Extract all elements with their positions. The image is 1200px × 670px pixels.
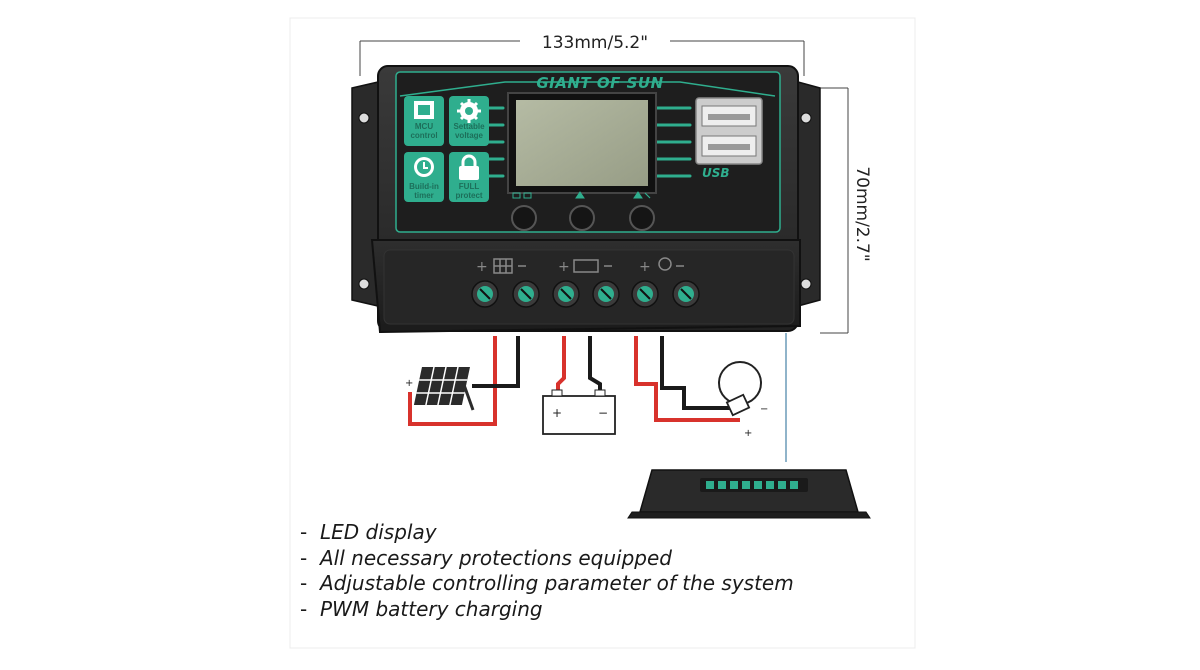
usb-ports bbox=[695, 97, 763, 165]
brand-logo: GIANT OF SUN bbox=[536, 74, 664, 92]
svg-text:+: + bbox=[552, 406, 562, 420]
screw-terminals bbox=[471, 280, 700, 308]
solar-panel-icon: + bbox=[405, 367, 475, 411]
feature-item: -PWM battery charging bbox=[300, 596, 543, 621]
chip-icon bbox=[414, 101, 434, 119]
svg-text:−: − bbox=[760, 404, 768, 415]
gear-icon bbox=[457, 99, 481, 123]
height-dimension-label: 70mm/2.7" bbox=[852, 139, 872, 289]
svg-text:+: + bbox=[744, 428, 752, 439]
svg-text:+: + bbox=[558, 259, 570, 275]
lock-icon bbox=[459, 154, 479, 180]
svg-text:+: + bbox=[476, 259, 488, 275]
terminal-housing bbox=[370, 239, 801, 334]
control-buttons bbox=[511, 205, 655, 231]
feature-item: -All necessary protections equipped bbox=[300, 545, 672, 570]
height-dimension-line bbox=[820, 87, 849, 334]
clock-icon bbox=[414, 157, 434, 177]
svg-text:+: + bbox=[405, 378, 413, 389]
side-view-illustration bbox=[627, 469, 871, 519]
feature-item: -LED display bbox=[300, 520, 437, 544]
usb-label: USB bbox=[702, 166, 730, 180]
battery-icon: + − bbox=[542, 389, 616, 435]
lcd-display bbox=[507, 92, 657, 194]
svg-text:−: − bbox=[598, 406, 608, 420]
feature-list: -LED display -All necessary protections … bbox=[300, 520, 794, 622]
light-bulb-icon: − + bbox=[718, 361, 768, 439]
terminal-symbols: + + + bbox=[476, 257, 684, 275]
feature-item: -Adjustable controlling parameter of the… bbox=[300, 571, 794, 595]
svg-text:+: + bbox=[639, 259, 651, 275]
button-glyphs bbox=[512, 191, 651, 199]
width-dimension-label: 133mm/5.2" bbox=[520, 33, 670, 53]
